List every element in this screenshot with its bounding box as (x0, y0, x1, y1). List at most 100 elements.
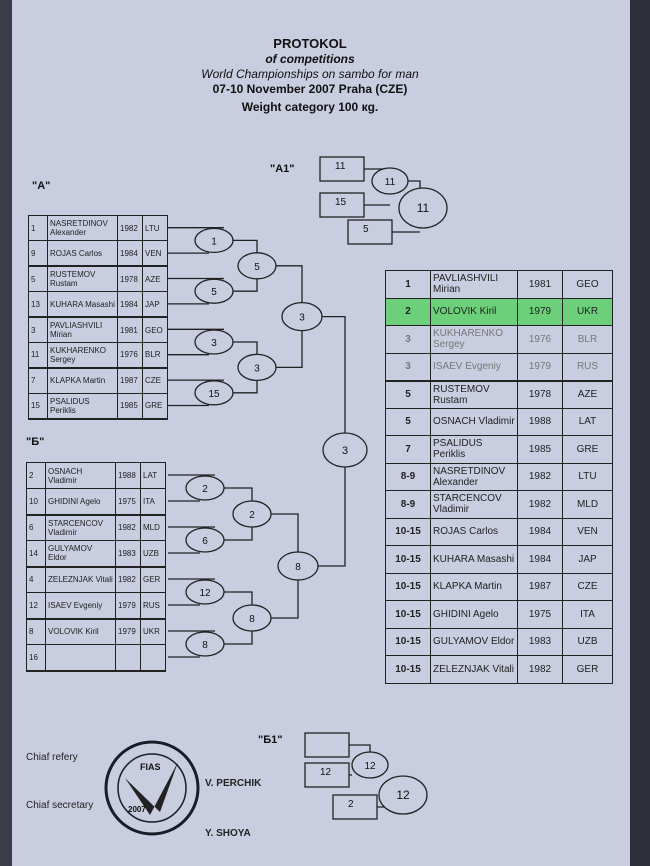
winner-ellipse (322, 432, 368, 468)
table-cell: KLAPKA Martin (47, 367, 118, 394)
winner-ellipse (194, 329, 234, 355)
event-name: World Championships on sambo for man (201, 67, 419, 81)
table-cell: 1988 (115, 462, 141, 489)
winner-ellipse (351, 751, 389, 779)
winner-ellipse (371, 167, 409, 195)
table-cell: 1987 (517, 572, 563, 601)
table-cell: VOLOVIK Kiril (430, 297, 518, 326)
background-edge (630, 0, 650, 866)
subtitle: of competitions (265, 52, 355, 66)
winner-ellipse (398, 187, 448, 229)
winner-ellipse (185, 631, 225, 657)
pool-b1-label: "Б1" (258, 734, 283, 746)
pool-a1-label: "A1" (270, 163, 295, 175)
table-cell: CZE (562, 572, 613, 601)
winner-label: 5 (211, 287, 217, 298)
winner-label: 11 (417, 201, 430, 215)
table-cell: 10-15 (385, 655, 431, 684)
table-cell: ROJAS Carlos (430, 517, 518, 546)
winner-ellipse (237, 353, 277, 382)
table-cell: 1979 (115, 618, 141, 645)
winner-label: 3 (342, 445, 348, 457)
repechage-box (347, 219, 393, 245)
repechage-label: 5 (363, 224, 369, 235)
table-cell: OSNACH Vladimir (430, 407, 518, 436)
table-cell: UKR (562, 297, 613, 326)
winner-label: 8 (249, 614, 255, 625)
repechage-label: 11 (335, 161, 346, 172)
table-cell: BLR (562, 325, 613, 354)
table-cell: PAVLIASHVILI Mirian (47, 316, 118, 343)
winner-label: 6 (202, 536, 208, 547)
table-cell: VOLOVIK Kiril (45, 618, 116, 645)
table-cell: GULYAMOV Eldor (430, 627, 518, 656)
table-cell: JAP (562, 545, 613, 574)
table-cell: ZELEZNJAK Vitali (45, 566, 116, 593)
table-cell: ROJAS Carlos (47, 240, 118, 267)
table-cell: NASRETDINOV Alexander (47, 214, 118, 242)
table-cell: PSALIDUS Periklis (47, 392, 118, 420)
table-cell: KLAPKA Martin (430, 572, 518, 601)
table-cell: ITA (140, 488, 166, 515)
table-cell: STARCENCOV Vladimir (430, 490, 518, 519)
table-cell: MLD (562, 490, 613, 519)
chief-referee-name: V. PERCHIK (205, 778, 262, 789)
table-cell: 1979 (517, 352, 563, 381)
pool-b-label: "Б" (26, 436, 45, 448)
repechage-box (304, 732, 350, 758)
winner-label: 3 (299, 313, 305, 324)
winner-ellipse (237, 252, 277, 280)
winner-label: 5 (254, 262, 260, 273)
table-cell: OSNACH Vladimir (45, 462, 116, 489)
repechage-label: 12 (320, 767, 332, 778)
table-cell: 1979 (517, 297, 563, 326)
bracket-line (349, 744, 371, 752)
table-cell: CZE (142, 367, 168, 394)
table-cell: GER (562, 655, 613, 684)
table-cell: BLR (142, 341, 168, 369)
table-cell: GRE (142, 392, 168, 420)
winner-ellipse (185, 579, 225, 605)
winner-ellipse (194, 380, 234, 406)
winner-label: 12 (396, 788, 410, 802)
repechage-label: 2 (348, 799, 354, 810)
winner-label: 15 (208, 389, 220, 400)
winner-label: 12 (364, 761, 376, 772)
winner-label: 3 (211, 338, 217, 349)
table-cell: GRE (562, 435, 613, 464)
winner-ellipse (185, 527, 225, 553)
table-cell: RUS (140, 592, 166, 619)
weight-category: Weight category 100 кg. (241, 100, 379, 114)
winner-label: 12 (199, 588, 211, 599)
table-cell: KUKHARENKO Sergey (430, 325, 518, 354)
table-cell: STARCENCOV Vladimir (45, 514, 116, 541)
dates-place: 07-10 November 2007 Praha (CZE) (212, 82, 408, 96)
winner-label: 1 (211, 236, 217, 247)
table-cell: AZE (142, 265, 168, 293)
table-cell: ITA (562, 600, 613, 629)
table-cell: 2 (385, 297, 431, 326)
table-cell: 3 (385, 352, 431, 381)
winner-label: 8 (295, 562, 301, 573)
